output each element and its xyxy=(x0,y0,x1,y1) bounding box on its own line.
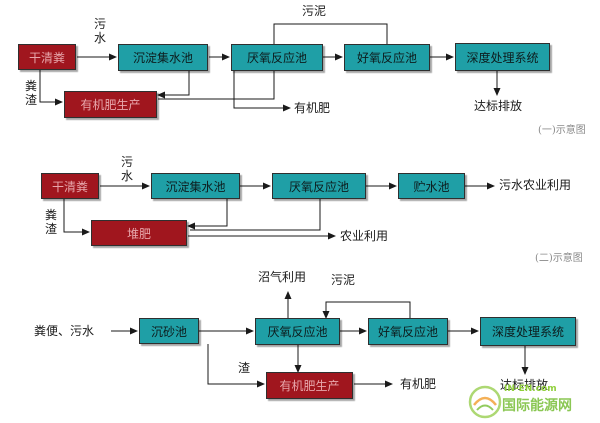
d3-fertilizer-production-box: 有机肥生产 xyxy=(266,372,353,399)
d3-arrow-grit-fertilizer xyxy=(207,344,265,388)
d3-grit-tank-box: 沉砂池 xyxy=(139,318,199,344)
d3-biogas-label: 沼气利用 xyxy=(258,270,307,284)
d1-line-anaerobic-return xyxy=(158,71,275,100)
d2-manure-residue-label: 粪渣 xyxy=(44,208,57,236)
d2-line-anaerobic-compost xyxy=(190,199,321,231)
d2-caption: (二)示意图 xyxy=(535,253,583,264)
d1-sediment-tank-box: 沉淀集水池 xyxy=(118,44,208,71)
d2-storage-box: 贮水池 xyxy=(398,173,465,199)
d3-sludge-label: 污泥 xyxy=(331,273,356,287)
d1-caption: (一)示意图 xyxy=(538,125,586,136)
watermark-name: 国际能源网 xyxy=(502,398,572,414)
d2-agri-use-label: 农业利用 xyxy=(340,229,389,243)
d1-manure-residue-label: 粪渣 xyxy=(24,79,37,107)
watermark-site: IN-EN.com xyxy=(504,384,557,394)
d2-dry-clean-box: 干清粪 xyxy=(41,173,99,199)
d2-anaerobic-box: 厌氧反应池 xyxy=(272,173,366,199)
d1-arrow-sediment-to-fertilizer xyxy=(157,71,190,99)
d2-compost-box: 堆肥 xyxy=(91,220,187,246)
d3-line-sludge-return xyxy=(322,301,411,319)
d1-arrow-organic-fertilizer xyxy=(233,71,291,112)
d2-agri-use-water-label: 污水农业利用 xyxy=(499,178,572,192)
d1-discharge-label: 达标排放 xyxy=(474,99,523,113)
d1-deep-treatment-box: 深度处理系统 xyxy=(455,43,550,71)
d3-discharge-label: 达标排放 xyxy=(500,378,549,392)
d1-arrow-dryclean-fertilizer xyxy=(39,70,63,106)
d3-deep-treatment-box: 深度处理系统 xyxy=(480,317,576,346)
d2-wastewater-label: 污水 xyxy=(120,155,133,183)
d1-fertilizer-production-box: 有机肥生产 xyxy=(64,91,157,118)
d3-anaerobic-box: 厌氧反应池 xyxy=(255,318,340,345)
d2-arrow-dryclean-compost xyxy=(63,199,90,236)
d3-residue-label: 渣 xyxy=(238,361,251,375)
d1-dry-clean-box: 干清粪 xyxy=(18,44,76,70)
d1-anaerobic-box: 厌氧反应池 xyxy=(231,44,323,71)
d3-input-label: 粪便、污水 xyxy=(34,324,95,338)
d1-line-sludge-return xyxy=(273,23,388,45)
d3-aerobic-box: 好氧反应池 xyxy=(368,318,448,345)
d1-sludge-label: 污泥 xyxy=(302,4,327,18)
watermark: IN-EN.com 国际能源网 xyxy=(468,384,596,420)
globe-icon xyxy=(468,385,502,419)
d3-organic-fertilizer-label: 有机肥 xyxy=(400,377,437,391)
d1-aerobic-box: 好氧反应池 xyxy=(344,44,430,71)
d1-organic-fertilizer-label: 有机肥 xyxy=(294,101,331,115)
d2-arrow-sediment-compost xyxy=(187,199,228,230)
d1-wastewater-label: 污水 xyxy=(93,17,106,45)
d2-sediment-tank-box: 沉淀集水池 xyxy=(151,173,240,199)
